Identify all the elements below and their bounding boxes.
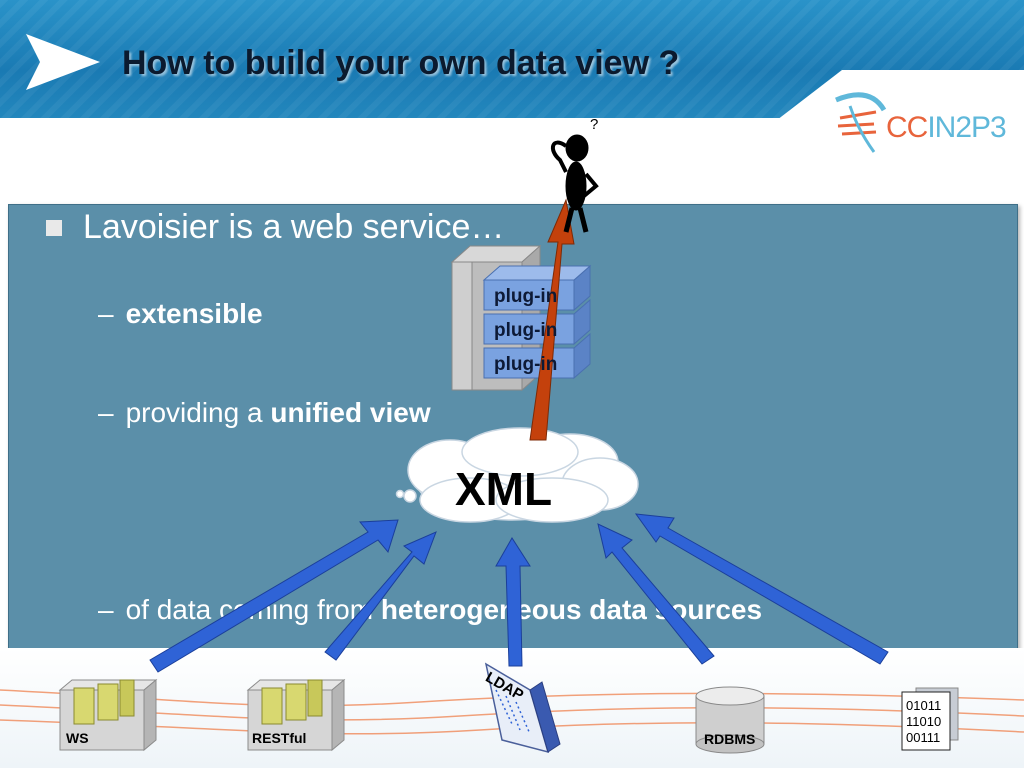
xml-label: XML [455, 463, 553, 515]
cc-in2p3-logo-text: CCIN2P3 [886, 111, 1007, 144]
ldap-directory-icon [484, 662, 561, 754]
question-mark-label: ? [590, 116, 599, 133]
sub-bullet-heterogeneous: –of data coming from heterogeneous data … [98, 594, 763, 625]
arrow-ws-to-xml [149, 519, 399, 673]
title-arrow-icon [26, 34, 100, 90]
cc-in2p3-logo-icon [835, 92, 887, 153]
sub-bullet-extensible: –extensible [98, 298, 263, 329]
arrow-binary-to-xml [634, 513, 889, 665]
slide-title: How to build your own data view ? [122, 44, 680, 82]
restful-label: RESTful [252, 730, 307, 746]
arrow-ldap-to-xml [495, 537, 531, 667]
ws-label: WS [66, 730, 89, 746]
restful-server-icon [246, 678, 346, 752]
slide-header [0, 0, 1024, 118]
arrow-restful-to-xml [324, 531, 437, 661]
binary-line: 00111 [906, 730, 941, 745]
thinking-person-icon [550, 134, 599, 233]
bullet-square-icon [46, 220, 62, 236]
rdbms-label: RDBMS [704, 731, 756, 747]
main-bullet-text: Lavoisier is a web service… [83, 208, 505, 246]
plugin-label: plug-in [494, 320, 558, 341]
plugin-label: plug-in [494, 354, 558, 375]
rdbms-database-icon [695, 686, 765, 754]
arrow-rdbms-to-xml [597, 523, 715, 665]
sub-bullet-unified-view: –providing a unified view [98, 397, 431, 428]
blue-arrows [149, 513, 889, 673]
plugin-label: plug-in [494, 286, 558, 307]
binary-line: 11010 [906, 714, 942, 729]
binary-line: 01011 [906, 698, 942, 713]
plugin-slots [482, 264, 592, 380]
ws-server-icon [58, 678, 158, 752]
binary-data-text: 01011 11010 00111 [906, 698, 941, 746]
binary-file-icon [901, 687, 959, 751]
footer-decor-lines [0, 689, 1024, 735]
xml-cloud-icon [395, 427, 639, 523]
